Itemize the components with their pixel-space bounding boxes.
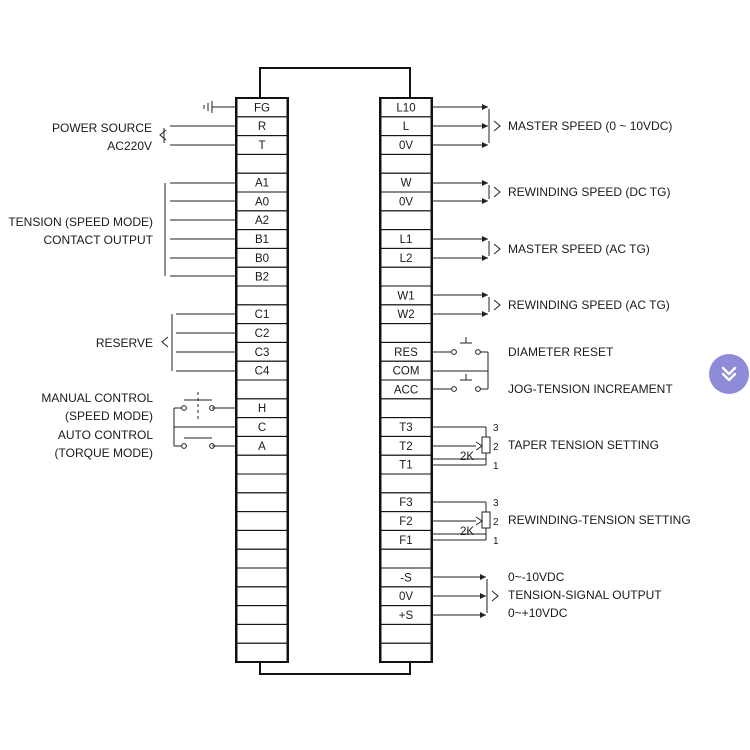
pot-pin-rewinding-1: 1	[493, 536, 499, 547]
potentiometer-labels: 2K 3 2 1 2K 3 2 1	[460, 423, 499, 547]
left-terminal-label: C4	[255, 366, 270, 378]
label-diameter-reset: DIAMETER RESET	[508, 345, 614, 359]
left-terminal-label: A1	[255, 178, 269, 190]
left-wiring	[159, 101, 237, 449]
left-side-labels: POWER SOURCE AC220V TENSION (SPEED MODE)…	[8, 121, 153, 460]
left-terminal-label: T	[258, 140, 265, 152]
label-manual-control: MANUAL CONTROL	[41, 391, 153, 405]
right-terminal-label: 0V	[399, 196, 413, 208]
right-terminal-label: W2	[397, 309, 414, 321]
left-terminal-label: C2	[255, 328, 270, 340]
right-terminal-label: L2	[400, 253, 413, 265]
label-speed-mode: (SPEED MODE)	[65, 409, 153, 423]
label-rewinding-tension: REWINDING-TENSION SETTING	[508, 513, 691, 527]
left-terminal-label: B2	[255, 272, 269, 284]
right-terminal-label: 0V	[399, 140, 413, 152]
label-taper-tension: TAPER TENSION SETTING	[508, 438, 659, 452]
right-terminal-label: 0V	[399, 591, 413, 603]
pot-value-rewinding: 2K	[460, 526, 474, 538]
pot-pin-taper-3: 3	[493, 423, 499, 434]
left-terminal-cell	[236, 642, 288, 663]
double-chevron-down-icon	[721, 366, 737, 382]
right-terminal-label: -S	[400, 572, 412, 584]
left-terminal-label: B1	[255, 234, 269, 246]
left-terminal-label: C3	[255, 347, 270, 359]
right-terminal-label: T1	[399, 460, 412, 472]
arrowheads	[480, 104, 488, 618]
right-terminal-label: T2	[399, 441, 412, 453]
right-terminal-label: L1	[400, 234, 413, 246]
left-terminal-label: H	[258, 403, 266, 415]
right-terminal-label: T3	[399, 422, 412, 434]
pot-pin-rewinding-2: 2	[493, 517, 499, 528]
label-master-speed-ac: MASTER SPEED (AC TG)	[508, 242, 650, 256]
label-torque-mode: (TORQUE MODE)	[55, 446, 153, 460]
label-rewinding-speed-dc: REWINDING SPEED (DC TG)	[508, 185, 670, 199]
left-terminal-label: A0	[255, 196, 269, 208]
right-terminal-label: W	[401, 178, 412, 190]
left-terminal-label: C1	[255, 309, 270, 321]
right-terminal-label: F2	[399, 516, 412, 528]
left-terminal-label: C	[258, 422, 266, 434]
label-jog-tension: JOG-TENSION INCREAMENT	[508, 382, 673, 396]
label-power-source: POWER SOURCE	[52, 121, 152, 135]
pot-pin-taper-1: 1	[493, 461, 499, 472]
left-terminal-label: B0	[255, 253, 269, 265]
left-terminal-label: FG	[254, 102, 270, 114]
right-terminal-label: F3	[399, 497, 412, 509]
right-terminal-label: ACC	[394, 384, 418, 396]
left-terminal-label: A2	[255, 215, 269, 227]
label-reserve: RESERVE	[96, 336, 153, 350]
label-master-speed-vdc: MASTER SPEED (0 ~ 10VDC)	[508, 119, 672, 133]
right-side-labels: MASTER SPEED (0 ~ 10VDC) REWINDING SPEED…	[508, 119, 691, 620]
label-contact-output: CONTACT OUTPUT	[43, 233, 153, 247]
right-terminal-label: RES	[394, 347, 418, 359]
label-auto-control: AUTO CONTROL	[58, 428, 153, 442]
right-terminal-label: F1	[399, 535, 412, 547]
pot-pin-taper-2: 2	[493, 442, 499, 453]
label-rewinding-speed-ac: REWINDING SPEED (AC TG)	[508, 298, 670, 312]
right-terminal-label: +S	[399, 610, 414, 622]
label-tension-signal: TENSION-SIGNAL OUTPUT	[508, 588, 662, 602]
right-wiring	[432, 106, 501, 616]
pot-pin-rewinding-3: 3	[493, 498, 499, 509]
right-terminal-label: W1	[397, 290, 414, 302]
pot-value-taper: 2K	[460, 451, 474, 463]
left-terminal-label: A	[258, 441, 266, 453]
right-terminal-label: COM	[393, 366, 420, 378]
label-tension-speed-mode: TENSION (SPEED MODE)	[8, 215, 153, 229]
right-terminal-cell	[380, 642, 432, 663]
right-terminal-label: L10	[396, 102, 415, 114]
left-terminal-label: R	[258, 121, 266, 133]
label-pos-range: 0~+10VDC	[508, 606, 568, 620]
right-terminal-label: L	[403, 121, 410, 133]
scroll-down-button[interactable]	[709, 354, 749, 394]
label-neg-range: 0~-10VDC	[508, 570, 565, 584]
label-ac220v: AC220V	[107, 139, 152, 153]
